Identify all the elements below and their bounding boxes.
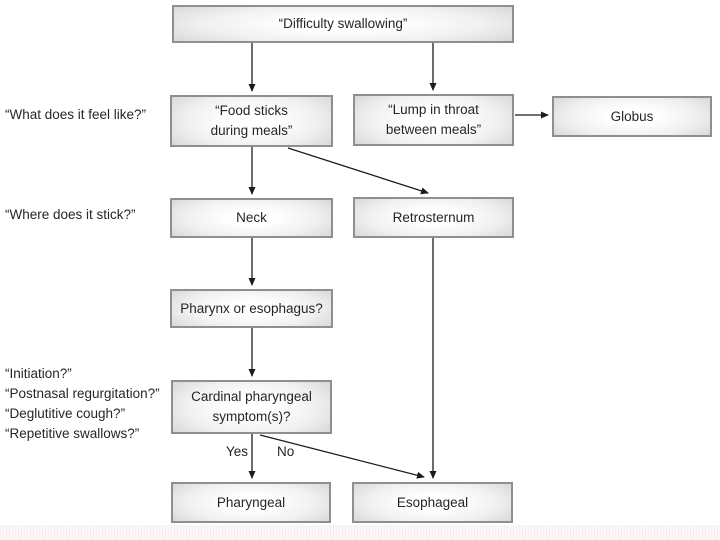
label-pharyngeal-question-list: “Initiation?” “Postnasal regurgitation?”… <box>5 364 160 444</box>
label-postnasal-regurgitation: “Postnasal regurgitation?” <box>5 386 160 401</box>
slide-bottom-edge <box>0 525 720 540</box>
node-difficulty-swallowing: “Difficulty swallowing” <box>172 5 514 43</box>
node-pharyngeal: Pharyngeal <box>171 482 331 523</box>
node-lump-in-throat-between-meals: “Lump in throat between meals” <box>353 94 514 146</box>
node-esophageal: Esophageal <box>352 482 513 523</box>
node-globus: Globus <box>552 96 712 137</box>
label-what-does-it-feel-like: “What does it feel like?” <box>5 107 147 122</box>
label-deglutitive-cough: “Deglutitive cough?” <box>5 406 126 421</box>
node-retrosternum: Retrosternum <box>353 197 514 238</box>
label-repetitive-swallows: “Repetitive swallows?” <box>5 426 140 441</box>
node-neck: Neck <box>170 198 333 238</box>
edge-label-no: No <box>277 444 295 459</box>
arrow-food-sticks-to-retrosternum <box>287 147 429 195</box>
edge-label-yes: Yes <box>225 444 248 459</box>
label-where-does-it-stick: “Where does it stick?” <box>5 207 136 222</box>
node-food-sticks-during-meals: “Food sticks during meals” <box>170 95 333 147</box>
node-cardinal-pharyngeal-symptoms: Cardinal pharyngeal symptom(s)? <box>171 380 332 434</box>
node-pharynx-or-esophagus: Pharynx or esophagus? <box>170 289 333 328</box>
label-initiation: “Initiation?” <box>5 366 72 381</box>
